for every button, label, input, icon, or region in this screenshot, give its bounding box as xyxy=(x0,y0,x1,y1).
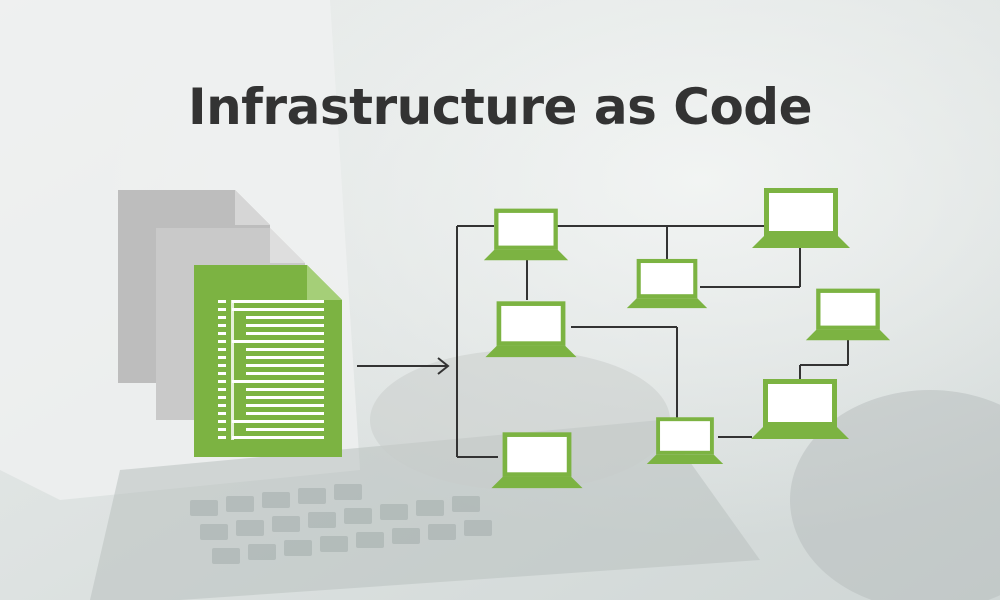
network-connections xyxy=(456,225,849,458)
code-gutter xyxy=(231,300,234,440)
laptop-icon xyxy=(485,301,577,358)
arrow-right-icon xyxy=(357,357,450,375)
code-lines xyxy=(218,300,324,439)
sleeve-shape xyxy=(790,390,1000,600)
laptop-icon xyxy=(626,258,708,309)
laptop-icon xyxy=(483,208,569,261)
keyboard-keys xyxy=(190,484,492,564)
laptop-icon xyxy=(751,379,849,439)
hand-shape xyxy=(370,350,670,490)
laptop-icon xyxy=(752,188,850,248)
document-stack-icon xyxy=(118,190,342,457)
laptop-icon xyxy=(646,417,724,465)
laptop-icon xyxy=(491,432,583,489)
laptop-icon xyxy=(805,288,891,341)
page-title: Infrastructure as Code xyxy=(187,78,813,136)
